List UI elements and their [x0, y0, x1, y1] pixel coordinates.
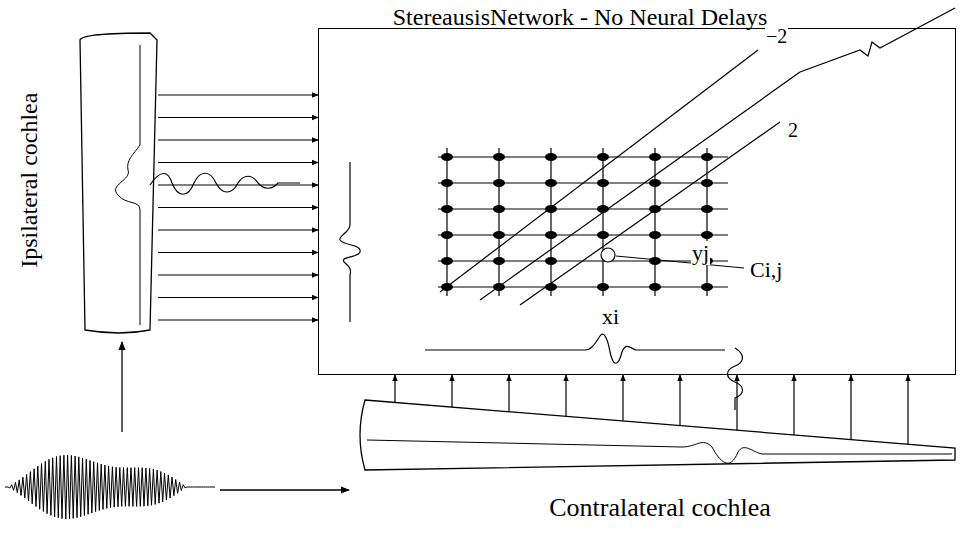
signal-arrow-up [121, 342, 122, 432]
node-label: Contralateral cochlea [549, 494, 771, 523]
leader-line [616, 256, 744, 268]
correlation-grid [438, 148, 728, 296]
contralateral-cochlea: Contralateral cochlea [352, 392, 958, 540]
signal-arrow-right [220, 489, 349, 490]
diagram-title: StereausisNetwork - No Neural Delays [393, 4, 768, 30]
node-label: xi [601, 305, 620, 329]
input-arrows [395, 375, 908, 444]
contra-wave [728, 348, 743, 410]
node-label: yj [691, 241, 710, 265]
node-label: Ipsilateral cochlea [17, 92, 43, 267]
node-label: −2 [765, 25, 788, 47]
yj-waveform [340, 162, 360, 322]
network-box: yj xi Ci,j −2 2 [318, 28, 956, 375]
node-label: Ci,j [749, 258, 783, 282]
input-arrows [158, 95, 318, 320]
ipsilateral-cochlea: Ipsilateral cochlea [8, 20, 162, 338]
input-signal [5, 455, 215, 519]
xi-waveform [425, 334, 725, 363]
ipsi-wave [150, 173, 300, 194]
node-label: 2 [787, 119, 799, 141]
open-cell [601, 248, 615, 262]
disparity-lines [440, 8, 955, 305]
